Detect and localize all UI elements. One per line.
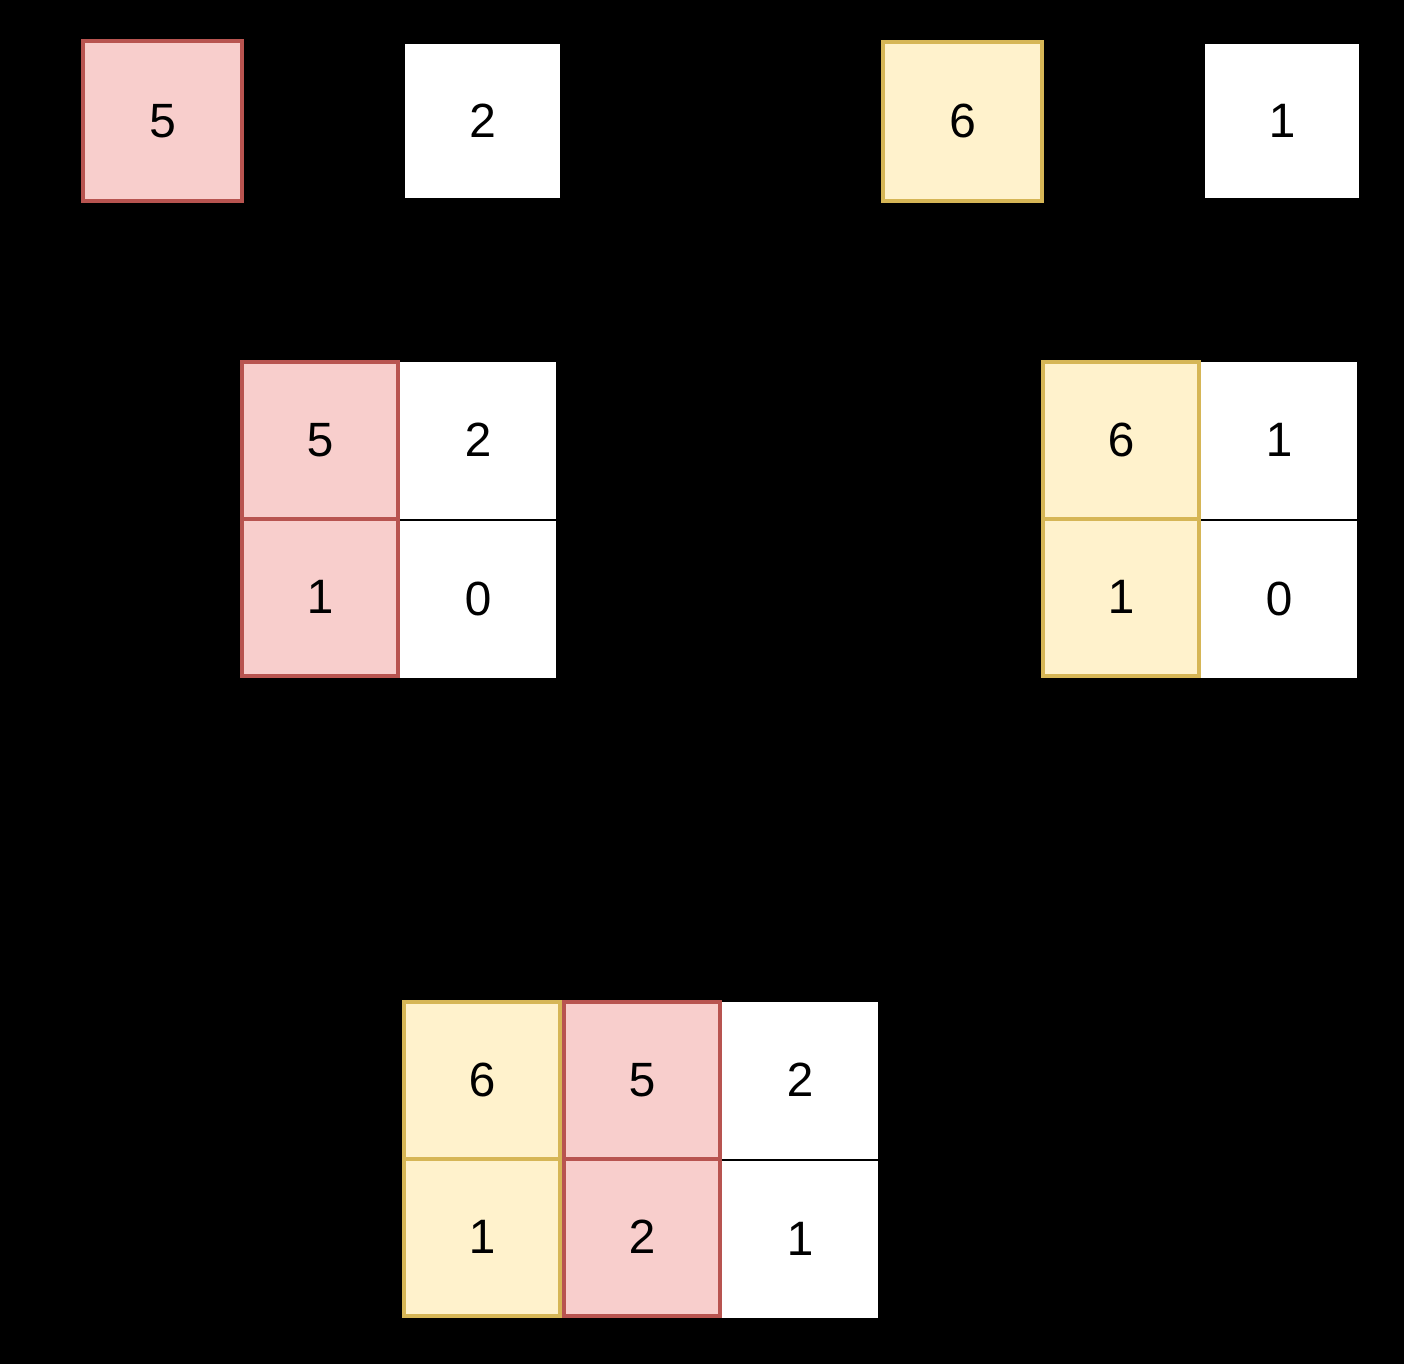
grid-column-white: 1 0 — [1199, 360, 1359, 680]
grid-cell: 1 — [240, 517, 400, 678]
grid-cell: 0 — [1199, 519, 1359, 680]
grid-cell: 2 — [562, 1157, 722, 1318]
grid-column-yellow: 6 1 — [1041, 360, 1201, 678]
array-cell-white: 1 — [1203, 42, 1361, 200]
grid-cell: 5 — [240, 360, 400, 521]
array-cell-white: 2 — [403, 42, 562, 200]
grid-cell: 1 — [720, 1159, 880, 1320]
grid-cell: 5 — [562, 1000, 722, 1161]
grid-column-white: 2 1 — [720, 1000, 880, 1320]
array-cell-yellow: 6 — [881, 40, 1044, 203]
bottom-grid: 6 1 5 2 2 1 — [402, 1000, 880, 1320]
grid-column-pink: 5 2 — [562, 1000, 722, 1318]
grid-cell: 1 — [402, 1157, 562, 1318]
array-cell-pink: 5 — [81, 39, 244, 203]
grid-cell: 2 — [720, 1000, 880, 1161]
grid-column-white: 2 0 — [398, 360, 558, 680]
grid-cell: 0 — [398, 519, 558, 680]
grid-cell: 1 — [1041, 517, 1201, 678]
grid-column-yellow: 6 1 — [402, 1000, 562, 1318]
grid-cell: 6 — [1041, 360, 1201, 521]
grid-cell: 1 — [1199, 360, 1359, 521]
grid-cell: 2 — [398, 360, 558, 521]
grid-column-pink: 5 1 — [240, 360, 400, 678]
right-grid: 6 1 1 0 — [1041, 360, 1359, 680]
grid-cell: 6 — [402, 1000, 562, 1161]
left-grid: 5 1 2 0 — [240, 360, 558, 680]
